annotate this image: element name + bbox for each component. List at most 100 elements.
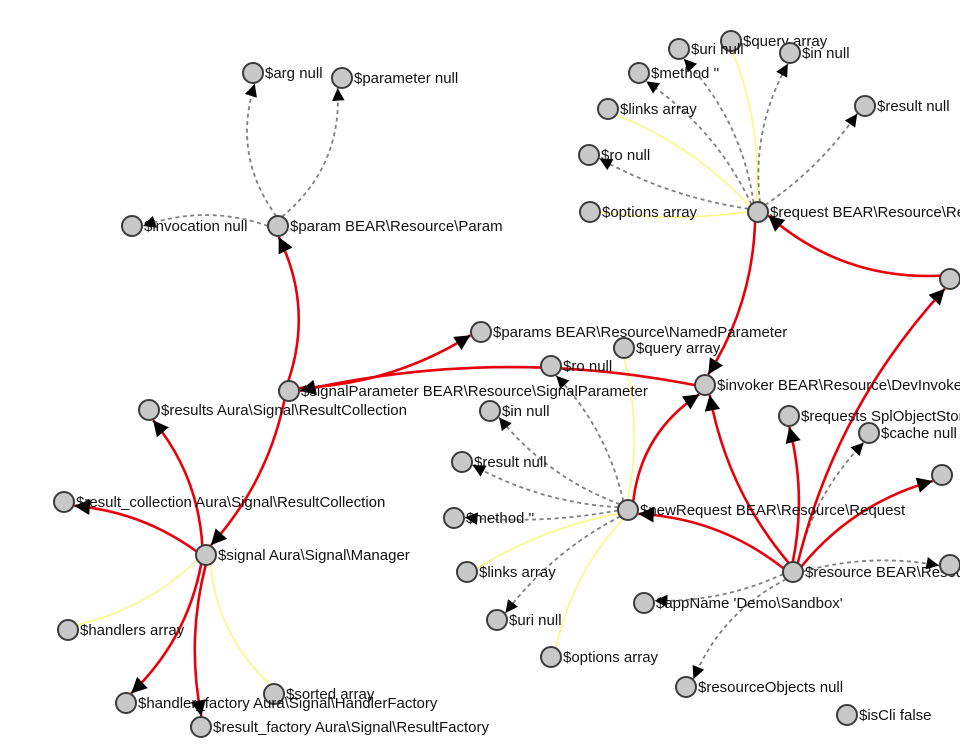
node-right1[interactable] — [939, 268, 960, 290]
node-isCli[interactable]: $isCli false — [836, 704, 932, 726]
node-circle[interactable] — [540, 646, 562, 668]
node-circle[interactable] — [278, 380, 300, 402]
node-circle[interactable] — [456, 561, 478, 583]
node-circle[interactable] — [242, 62, 264, 84]
node-in2[interactable]: $in null — [779, 42, 850, 64]
node-circle[interactable] — [121, 215, 143, 237]
node-resourceObjects[interactable]: $resourceObjects null — [675, 676, 843, 698]
node-circle[interactable] — [486, 609, 508, 631]
node-newRequest[interactable]: $newRequest BEAR\Resource\Request — [617, 499, 906, 521]
node-handler_factory[interactable]: $handler_factory Aura\Signal\HandlerFact… — [115, 692, 438, 714]
node-circle[interactable] — [617, 499, 639, 521]
edge-resource-to-right2 — [800, 477, 934, 568]
node-circle[interactable] — [778, 405, 800, 427]
node-label: $handler_factory Aura\Signal\HandlerFact… — [138, 695, 438, 712]
node-method1[interactable]: $method '' — [443, 507, 534, 529]
edge-signal-to-handlers — [77, 559, 198, 626]
node-circle[interactable] — [263, 683, 285, 705]
node-ro2[interactable]: $ro null — [578, 144, 650, 166]
node-circle[interactable] — [675, 676, 697, 698]
node-circle[interactable] — [858, 422, 880, 444]
node-links1[interactable]: $links array — [456, 561, 556, 583]
edge-newRequest-to-uri1 — [504, 515, 621, 614]
node-result_factory[interactable]: $result_factory Aura\Signal\ResultFactor… — [190, 716, 489, 738]
node-right2[interactable] — [931, 464, 953, 486]
node-links2[interactable]: $links array — [597, 98, 697, 120]
node-circle[interactable] — [782, 561, 804, 583]
node-circle[interactable] — [331, 67, 353, 89]
node-ro1[interactable]: $ro null — [540, 355, 612, 377]
node-result2[interactable]: $result null — [854, 95, 950, 117]
edge-request-to-invoker — [707, 221, 757, 376]
node-circle[interactable] — [540, 355, 562, 377]
node-request[interactable]: $request BEAR\Resource\Request — [747, 201, 960, 223]
edge-newRequest-to-in1 — [498, 416, 621, 506]
edge-signal-to-results — [152, 419, 204, 546]
node-label: $method '' — [651, 65, 719, 82]
node-uri1[interactable]: $uri null — [486, 609, 562, 631]
node-circle[interactable] — [747, 201, 769, 223]
node-options2[interactable]: $options array — [579, 201, 698, 223]
node-circle[interactable] — [443, 507, 465, 529]
node-circle[interactable] — [138, 399, 160, 421]
node-handlers[interactable]: $handlers array — [57, 619, 185, 641]
node-circle[interactable] — [579, 201, 601, 223]
node-label: $resourceObjects null — [698, 679, 843, 696]
node-label: $in null — [802, 45, 850, 62]
node-circle[interactable] — [836, 704, 858, 726]
node-circle[interactable] — [115, 692, 137, 714]
node-query2[interactable]: $query array — [720, 30, 828, 52]
node-circle[interactable] — [613, 337, 635, 359]
node-circle[interactable] — [939, 554, 960, 576]
node-options1[interactable]: $options array — [540, 646, 659, 668]
node-results[interactable]: $results Aura\Signal\ResultCollection — [138, 399, 407, 421]
node-circle[interactable] — [668, 38, 690, 60]
node-label: $params BEAR\Resource\NamedParameter — [493, 324, 787, 341]
node-label: $appName 'Demo\Sandbox' — [656, 595, 843, 612]
node-circle[interactable] — [479, 400, 501, 422]
node-param[interactable]: $param BEAR\Resource\Param — [267, 215, 503, 237]
node-circle[interactable] — [939, 268, 960, 290]
node-circle[interactable] — [779, 42, 801, 64]
node-resource[interactable]: $resource BEAR\Resource\Resource — [782, 561, 960, 583]
node-circle[interactable] — [267, 215, 289, 237]
node-circle[interactable] — [470, 321, 492, 343]
node-circle[interactable] — [597, 98, 619, 120]
edge-request-to-result2 — [764, 113, 858, 206]
node-circle[interactable] — [451, 451, 473, 473]
node-circle[interactable] — [195, 544, 217, 566]
node-uri2[interactable]: $uri null — [668, 38, 744, 60]
node-label: $query array — [743, 33, 828, 50]
node-invocation[interactable]: $invocation null — [121, 215, 247, 237]
node-query1[interactable]: $query array — [613, 337, 721, 359]
node-circle[interactable] — [190, 716, 212, 738]
node-cache[interactable]: $cache null — [858, 422, 957, 444]
node-sorted[interactable]: $sorted array — [263, 683, 375, 705]
node-circle[interactable] — [53, 491, 75, 513]
node-appName[interactable]: $appName 'Demo\Sandbox' — [633, 592, 843, 614]
node-params[interactable]: $params BEAR\Resource\NamedParameter — [470, 321, 787, 343]
edge-invoker-to-signalParameter — [299, 365, 696, 396]
node-invoker[interactable]: $invoker BEAR\Resource\DevInvoker — [694, 374, 960, 396]
node-method2[interactable]: $method '' — [628, 62, 719, 84]
node-circle[interactable] — [720, 30, 742, 52]
node-result_collection[interactable]: $result_collection Aura\Signal\ResultCol… — [53, 491, 385, 513]
node-in1[interactable]: $in null — [479, 400, 550, 422]
node-circle[interactable] — [628, 62, 650, 84]
edge-newRequest-to-links1 — [476, 512, 619, 569]
node-arg[interactable]: $arg null — [242, 62, 323, 84]
node-signal[interactable]: $signal Aura\Signal\Manager — [195, 544, 410, 566]
node-signalParameter[interactable]: $signalParameter BEAR\Resource\SignalPar… — [278, 380, 648, 402]
node-circle[interactable] — [931, 464, 953, 486]
node-right3[interactable] — [939, 554, 960, 576]
node-circle[interactable] — [578, 144, 600, 166]
node-circle[interactable] — [633, 592, 655, 614]
node-circle[interactable] — [694, 374, 716, 396]
node-parameter[interactable]: $parameter null — [331, 67, 458, 89]
node-requests[interactable]: $requests SplObjectStorage — [778, 405, 960, 427]
node-circle[interactable] — [57, 619, 79, 641]
node-result1[interactable]: $result null — [451, 451, 547, 473]
node-label: $links array — [620, 101, 697, 118]
node-circle[interactable] — [854, 95, 876, 117]
node-label: $request BEAR\Resource\Request — [770, 204, 960, 221]
